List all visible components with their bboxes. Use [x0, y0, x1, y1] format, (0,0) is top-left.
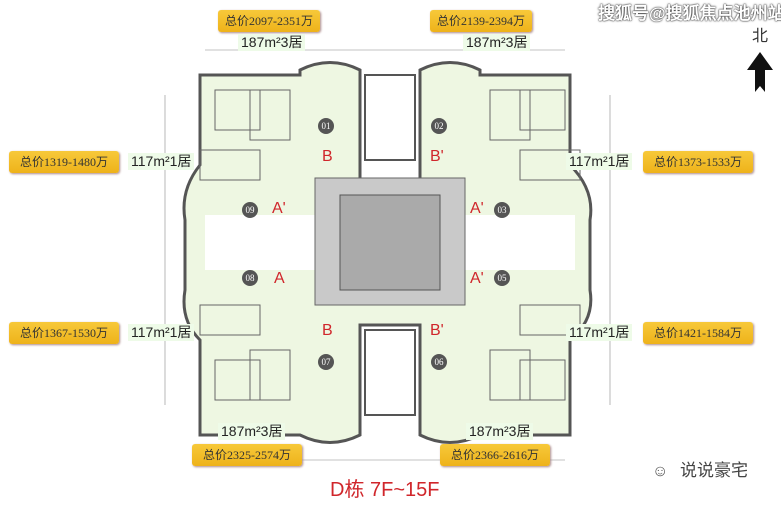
type-letter: A'	[272, 200, 286, 217]
price-badge-09: 总价1319-1480万	[9, 151, 119, 173]
unit-number-06: 06	[431, 354, 447, 370]
unit-number-02: 02	[431, 118, 447, 134]
unit-number-07: 07	[318, 354, 334, 370]
north-arrow-icon	[747, 52, 773, 92]
type-letter: A	[274, 270, 285, 287]
building-title: D栋 7F~15F	[330, 479, 440, 501]
unit-number-05: 05	[494, 270, 510, 286]
watermark: 搜狐号@搜狐焦点池州站	[598, 4, 781, 23]
type-letter: B	[322, 148, 333, 165]
area-label-06: 187m²3居	[466, 423, 534, 440]
unit-number-03: 03	[494, 202, 510, 218]
area-label-01: 187m²3居	[238, 34, 306, 51]
price-badge-01: 总价2097-2351万	[218, 10, 320, 32]
area-label-05: 117m²1居	[566, 324, 633, 341]
type-letter: B	[322, 322, 333, 339]
type-letter: B'	[430, 148, 444, 165]
source-logo-text: 说说豪宅	[680, 461, 748, 480]
type-letter: A'	[470, 270, 484, 287]
unit-number-01: 01	[318, 118, 334, 134]
area-label-08: 117m²1居	[128, 324, 195, 341]
wechat-icon: ☺	[652, 463, 669, 480]
price-badge-02: 总价2139-2394万	[430, 10, 532, 32]
north-label: 北	[752, 28, 769, 45]
type-letter: B'	[430, 322, 444, 339]
unit-number-09: 09	[242, 202, 258, 218]
price-badge-03: 总价1373-1533万	[643, 151, 753, 173]
price-badge-07: 总价2325-2574万	[192, 444, 302, 466]
area-label-07: 187m²3居	[218, 423, 286, 440]
type-letter: A'	[470, 200, 484, 217]
unit-number-08: 08	[242, 270, 258, 286]
area-label-03: 117m²1居	[566, 153, 633, 170]
price-badge-08: 总价1367-1530万	[9, 322, 119, 344]
area-label-02: 187m²3居	[463, 34, 531, 51]
price-badge-05: 总价1421-1584万	[643, 322, 753, 344]
area-label-09: 117m²1居	[128, 153, 195, 170]
price-badge-06: 总价2366-2616万	[440, 444, 550, 466]
